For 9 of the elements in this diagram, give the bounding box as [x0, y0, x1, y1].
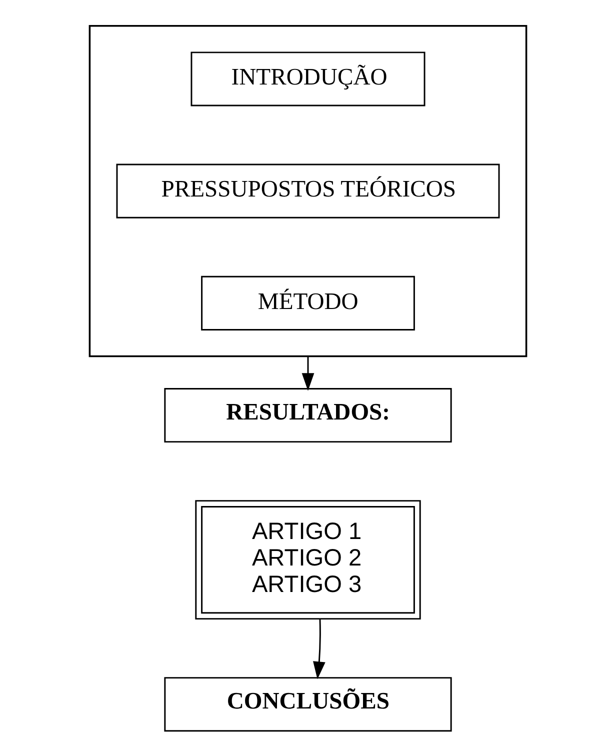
node-box: RESULTADOS: — [164, 388, 452, 443]
node-box: MÉTODO — [201, 276, 415, 330]
cluster — [88, 25, 528, 358]
arrow — [313, 618, 326, 680]
node-box: ARTIGO 1 ARTIGO 2 ARTIGO 3 — [195, 500, 421, 620]
node-box: PRESSUPOSTOS TEÓRICOS — [116, 164, 500, 218]
arrow — [302, 356, 314, 391]
node-box: INTRODUÇÃO — [190, 52, 426, 106]
node-box: CONCLUSÕES — [164, 677, 452, 732]
